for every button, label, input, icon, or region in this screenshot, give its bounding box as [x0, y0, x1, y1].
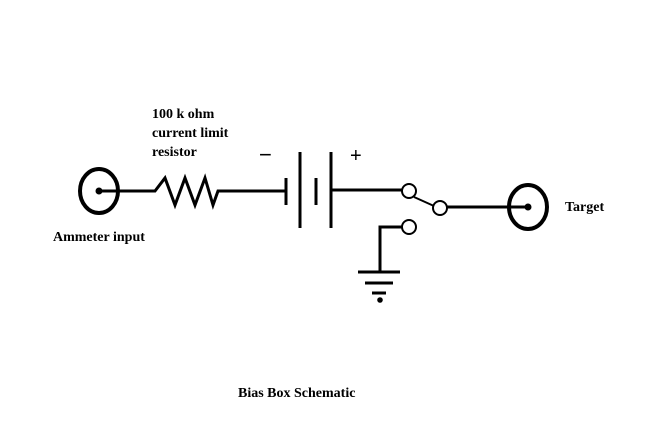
diagram-caption: Bias Box Schematic: [238, 386, 356, 401]
resistor-desc-label: current limit: [152, 126, 229, 141]
target-label: Target: [565, 200, 605, 215]
battery: [284, 152, 402, 228]
resistor: [150, 173, 285, 210]
plus-sign: +: [350, 145, 362, 167]
resistor-value-label: 100 k ohm: [152, 107, 215, 122]
target-connector: [507, 183, 549, 231]
minus-sign: −: [259, 142, 272, 167]
ammeter-input-label: Ammeter input: [53, 230, 145, 245]
ground-symbol: [358, 225, 402, 303]
switch: [401, 183, 448, 235]
ammeter-connector: [78, 167, 152, 215]
resistor-desc-label-2: resistor: [152, 145, 197, 160]
